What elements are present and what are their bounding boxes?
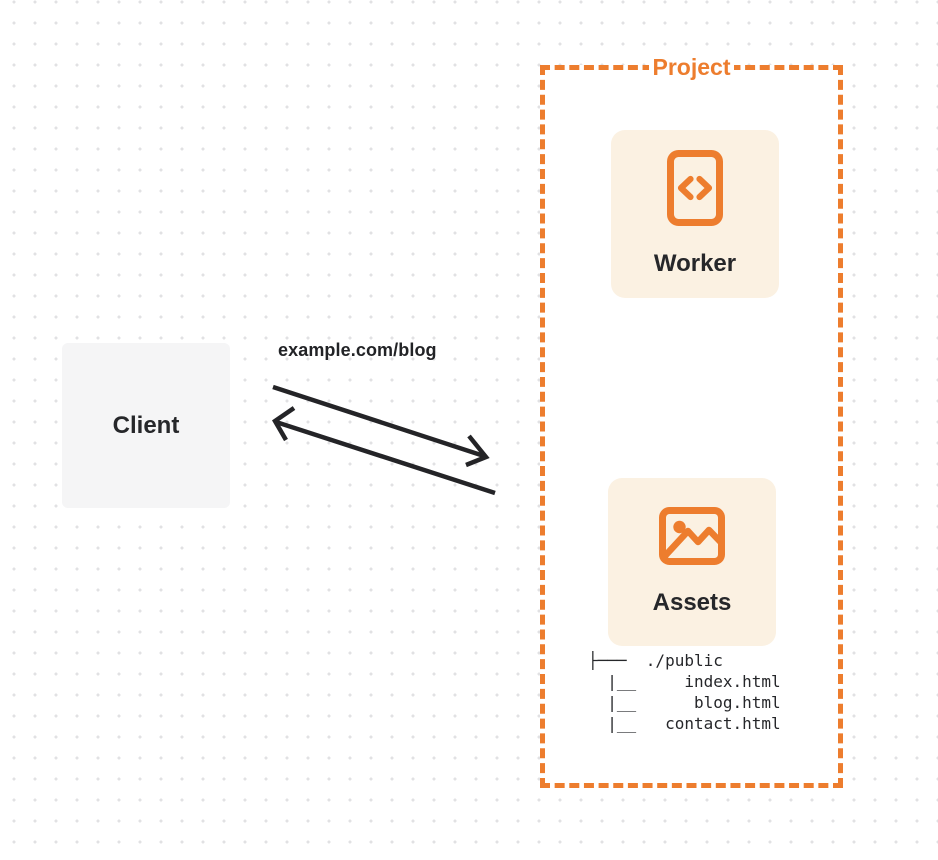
file-tree-line-contact: |__ contact.html [588,714,781,733]
image-icon-mountains [661,526,724,560]
project-label: Project [648,51,735,83]
assets-card: Assets [608,478,776,646]
assets-file-tree: ├─── ./public |__ index.html |__ blog.ht… [588,650,781,734]
client-box: Client [62,343,230,508]
file-tree-line-index: |__ index.html [588,672,781,691]
request-url-label: example.com/blog [278,340,437,360]
response-arrow [272,406,496,496]
client-label: Client [112,411,180,439]
image-icon [659,507,725,565]
file-tree-line-public: ├─── ./public [588,651,723,670]
code-file-icon [667,150,723,226]
file-tree-line-blog: |__ blog.html [588,693,781,712]
worker-card: Worker [611,130,779,298]
request-arrow [272,384,490,468]
assets-label: Assets [652,589,732,616]
worker-label: Worker [653,250,737,277]
request-response-arrows [272,384,496,496]
image-icon-sun [673,520,686,534]
